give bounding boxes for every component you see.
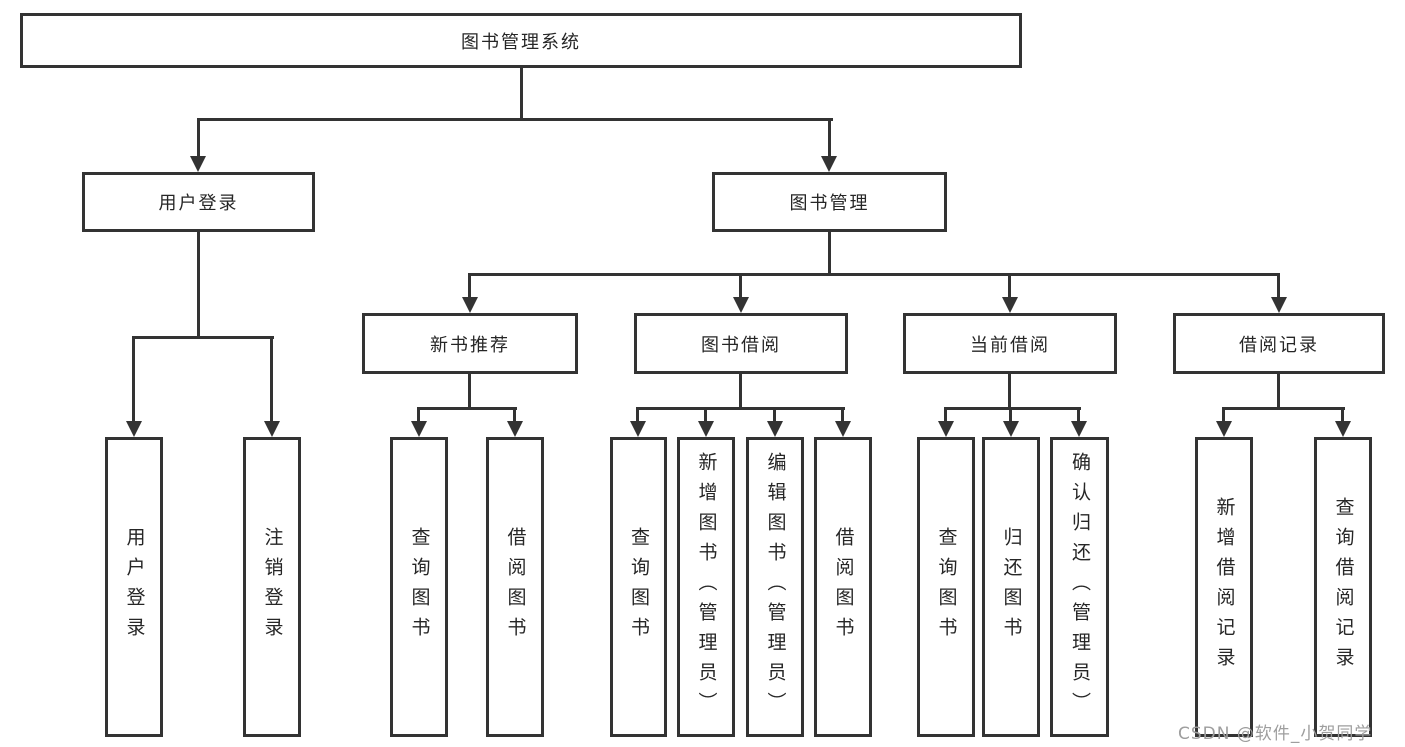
- connector-nb-query-drop: [417, 407, 420, 421]
- arrow-down-icon: [507, 421, 523, 437]
- arrow-down-icon: [1071, 421, 1087, 437]
- connector-book-borrowing-hline: [636, 407, 845, 410]
- connector-root-stub: [520, 68, 523, 119]
- connector-bb-edit-drop: [773, 407, 776, 421]
- node-leaf-user-login: 用户登录: [105, 437, 163, 737]
- arrow-down-icon: [821, 156, 837, 172]
- arrow-down-icon: [733, 297, 749, 313]
- connector-current-borrowing-stub: [1008, 374, 1011, 407]
- connector-br-add-drop: [1222, 407, 1225, 421]
- node-book-management: 图书管理: [712, 172, 947, 232]
- connector-user-login-hline: [132, 336, 274, 339]
- connector-book-borrowing-drop: [739, 273, 742, 297]
- node-current-borrowing: 当前借阅: [903, 313, 1117, 374]
- connector-level3-hline: [468, 273, 1280, 276]
- arrow-down-icon: [190, 156, 206, 172]
- node-cb-return-books: 归还图书: [982, 437, 1040, 737]
- connector-new-book-drop: [468, 273, 471, 297]
- connector-level2-hline: [197, 118, 833, 121]
- node-user-login: 用户登录: [82, 172, 315, 232]
- node-nb-query-books: 查询图书: [390, 437, 448, 737]
- connector-bb-borrow-drop: [841, 407, 844, 421]
- node-nb-borrow-books: 借阅图书: [486, 437, 544, 737]
- node-br-add-record: 新增借阅记录: [1195, 437, 1253, 737]
- node-new-book-recommend: 新书推荐: [362, 313, 578, 374]
- csdn-watermark: CSDN @软件_小贺同学: [1178, 724, 1373, 744]
- arrow-down-icon: [462, 297, 478, 313]
- node-leaf-logout: 注销登录: [243, 437, 301, 737]
- arrow-down-icon: [698, 421, 714, 437]
- arrow-down-icon: [411, 421, 427, 437]
- arrow-down-icon: [767, 421, 783, 437]
- connector-new-book-hline: [417, 407, 517, 410]
- node-bb-borrow-books: 借阅图书: [814, 437, 872, 737]
- connector-nb-borrow-drop: [513, 407, 516, 421]
- connector-user-login-drop: [197, 118, 200, 158]
- connector-bb-add-drop: [704, 407, 707, 421]
- arrow-down-icon: [630, 421, 646, 437]
- connector-bb-query-drop: [636, 407, 639, 421]
- connector-new-book-stub: [468, 374, 471, 407]
- connector-book-management-stub: [828, 232, 831, 273]
- arrow-down-icon: [1216, 421, 1232, 437]
- arrow-down-icon: [1002, 297, 1018, 313]
- connector-cb-confirm-drop: [1077, 407, 1080, 421]
- node-book-borrowing: 图书借阅: [634, 313, 848, 374]
- connector-book-borrowing-stub: [739, 374, 742, 407]
- connector-cb-query-drop: [944, 407, 947, 421]
- connector-current-borrowing-drop: [1008, 273, 1011, 297]
- connector-leaf-user-login-drop: [132, 336, 135, 422]
- node-cb-confirm-return-admin: 确认归还（管理员）: [1050, 437, 1109, 737]
- arrow-down-icon: [264, 421, 280, 437]
- arrow-down-icon: [938, 421, 954, 437]
- connector-cb-return-drop: [1009, 407, 1012, 421]
- connector-borrowing-records-stub: [1277, 374, 1280, 407]
- connector-user-login-stub: [197, 232, 200, 336]
- node-bb-query-books: 查询图书: [610, 437, 667, 737]
- arrow-down-icon: [1003, 421, 1019, 437]
- connector-br-query-drop: [1341, 407, 1344, 421]
- node-cb-query-books: 查询图书: [917, 437, 975, 737]
- node-bb-add-books-admin: 新增图书（管理员）: [677, 437, 735, 737]
- connector-leaf-logout-drop: [270, 336, 273, 422]
- arrow-down-icon: [835, 421, 851, 437]
- arrow-down-icon: [1271, 297, 1287, 313]
- connector-book-management-drop: [828, 118, 831, 158]
- arrow-down-icon: [126, 421, 142, 437]
- node-library-management-system: 图书管理系统: [20, 13, 1022, 68]
- connector-borrowing-records-drop: [1277, 273, 1280, 297]
- node-borrowing-records: 借阅记录: [1173, 313, 1385, 374]
- node-bb-edit-books-admin: 编辑图书（管理员）: [746, 437, 804, 737]
- node-br-query-record: 查询借阅记录: [1314, 437, 1372, 737]
- connector-borrowing-records-hline: [1222, 407, 1345, 410]
- connector-current-borrowing-hline: [944, 407, 1081, 410]
- arrow-down-icon: [1335, 421, 1351, 437]
